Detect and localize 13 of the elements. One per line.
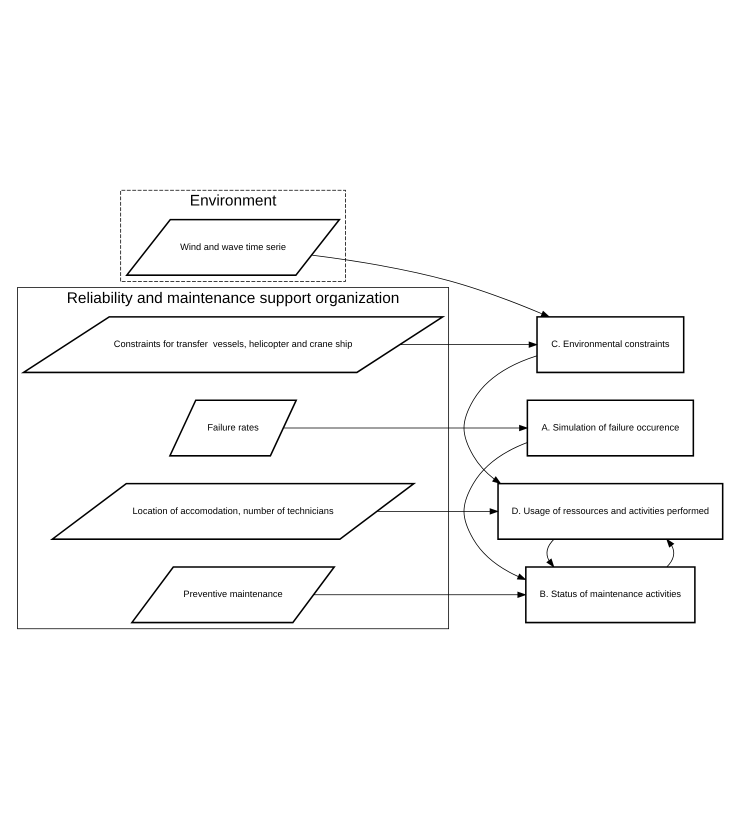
arrow xyxy=(313,591,527,598)
arrow xyxy=(282,424,528,431)
node-box: A. Simulation of failure occurence xyxy=(526,398,694,456)
node-box: C. Environmental constraints xyxy=(536,316,684,373)
node-box: B. Status of maintenance activities xyxy=(525,566,696,623)
arrow xyxy=(464,442,528,580)
arrow xyxy=(376,508,499,514)
arrow xyxy=(546,538,554,568)
node-box: D. Usage of ressources and activities performed xyxy=(497,482,724,540)
arrow xyxy=(666,538,674,567)
arrow xyxy=(400,340,538,348)
arrow xyxy=(311,254,550,317)
arrow xyxy=(464,355,538,484)
